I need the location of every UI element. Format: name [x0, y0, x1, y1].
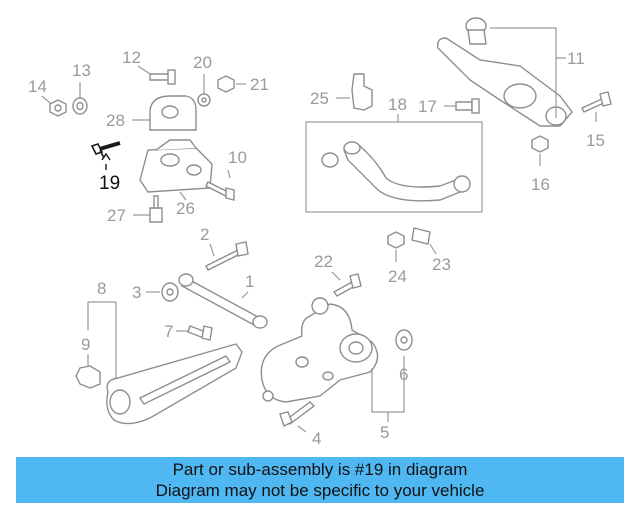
callout-22: 22	[314, 252, 333, 271]
part-26-bracket	[139, 139, 213, 201]
part-3-bushing	[146, 282, 179, 302]
callout-5: 5	[380, 423, 389, 442]
callout-3: 3	[132, 283, 141, 302]
part-22-bolt	[331, 271, 362, 297]
callout-17: 17	[418, 97, 437, 116]
callout-5-bracket-lines	[371, 356, 405, 422]
part-4-bolt	[279, 401, 316, 433]
callout-1: 1	[245, 272, 254, 291]
knuckle-assembly	[260, 297, 379, 403]
callout-15: 15	[586, 131, 605, 150]
part-19-bolt	[90, 141, 121, 170]
callout-20: 20	[193, 53, 212, 72]
callout-11-bracket-lines	[490, 27, 566, 118]
part-7-bolt	[176, 325, 213, 341]
callout-2: 2	[200, 225, 209, 244]
callout-27: 27	[107, 206, 126, 225]
callout-21: 21	[250, 75, 269, 94]
banner-line-part-number: Part or sub-assembly is #19 in diagram	[172, 460, 468, 479]
callout-4: 4	[312, 429, 321, 448]
callout-13: 13	[72, 61, 91, 80]
part-12-bolt	[137, 65, 176, 85]
part-18-group-box	[305, 121, 483, 213]
part-16-bushing	[531, 135, 549, 166]
callout-10: 10	[228, 148, 247, 167]
part-20-washer	[197, 74, 211, 107]
callout-19: 19	[99, 173, 120, 194]
callout-8-bracket-lines	[87, 301, 117, 378]
callout-24: 24	[388, 267, 407, 286]
exploded-parts-diagram: 14 13 19 12 28 26 27 10	[28, 17, 612, 448]
part-1-link-arm	[178, 273, 268, 329]
part-21-nut	[217, 75, 246, 93]
trailing-arm	[106, 343, 243, 425]
part-14-nut	[41, 95, 67, 117]
callout-16: 16	[531, 175, 550, 194]
part-13-washer	[72, 82, 88, 115]
part-10-bolt	[205, 169, 235, 201]
callout-9: 9	[81, 335, 90, 354]
part-15-bolt	[581, 91, 612, 122]
part-2-bolt	[205, 241, 249, 271]
callout-7: 7	[164, 322, 173, 341]
part-18-upper-arm	[321, 141, 471, 202]
part-6-bushing	[395, 329, 413, 351]
part-24-nut	[387, 231, 405, 262]
callout-12: 12	[122, 48, 141, 67]
part-17-bolt	[444, 98, 480, 114]
callout-23: 23	[432, 255, 451, 274]
part-28-mount-cushion	[132, 95, 197, 131]
callout-18: 18	[388, 95, 407, 114]
callout-28: 28	[106, 111, 125, 130]
callout-14: 14	[28, 77, 47, 96]
callout-25: 25	[310, 89, 329, 108]
callout-26: 26	[176, 199, 195, 218]
info-banner: Part or sub-assembly is #19 in diagram D…	[16, 457, 624, 503]
part-27-bolt	[133, 195, 163, 223]
part-9-cover	[75, 354, 101, 389]
callout-8: 8	[97, 279, 106, 298]
callout-11: 11	[567, 49, 585, 68]
part-11-lower-control-arm	[436, 17, 573, 127]
banner-line-disclaimer: Diagram may not be specific to your vehi…	[155, 481, 485, 500]
part-25-bracket	[336, 73, 373, 111]
part-23-clip	[411, 227, 437, 255]
